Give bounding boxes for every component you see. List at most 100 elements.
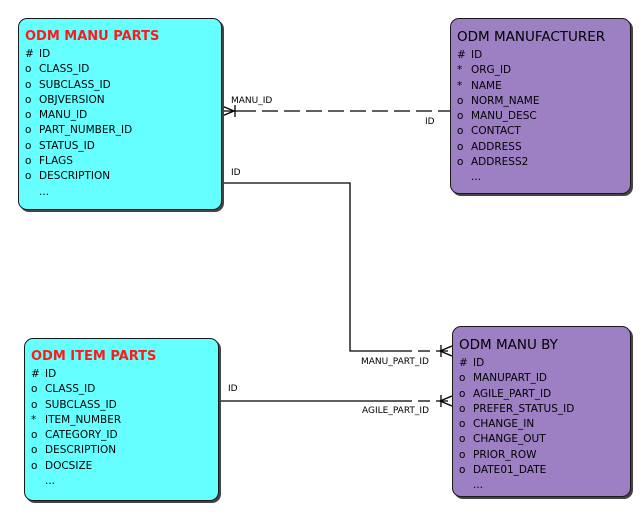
attribute-row: *ORG_ID (457, 63, 630, 78)
attribute-row: #ID (31, 367, 218, 382)
relationship-manu-part-id (222, 182, 453, 357)
label-manu-id: MANU_ID (231, 96, 273, 106)
attribute-name: DESCRIPTION (45, 444, 117, 457)
attribute-marker: # (25, 48, 34, 60)
attribute-row: ... (459, 478, 630, 493)
relationship-agile-part-id (219, 395, 453, 407)
attribute-row: o MANU_ID (25, 108, 221, 123)
label-manufacturer-id: ID (425, 117, 435, 127)
attribute-name: PART_NUMBER_ID (39, 124, 133, 137)
label-manu-part-id: MANU_PART_ID (361, 357, 429, 367)
attribute-row: ... (31, 474, 218, 489)
attribute-marker: o (457, 125, 464, 138)
attribute-row: o CHANGE_IN (459, 417, 630, 432)
attribute-marker: # (459, 357, 468, 369)
attribute-marker: o (25, 124, 32, 137)
attribute-marker: o (31, 459, 38, 472)
attribute-marker: o (459, 387, 466, 400)
attribute-row: o CLASS_ID (25, 62, 221, 77)
attribute-marker: o (459, 402, 466, 415)
attribute-name: SUBCLASS_ID (39, 78, 111, 91)
entity-title: ODM MANU BY (459, 337, 558, 353)
attribute-row: o DESCRIPTION (31, 443, 218, 458)
attribute-name: ... (471, 171, 482, 184)
attribute-marker: o (25, 93, 32, 106)
attribute-row: ... (457, 170, 630, 185)
attribute-name: ... (45, 475, 56, 488)
attribute-row: o SUBCLASS_ID (25, 78, 221, 93)
attribute-marker: # (31, 368, 40, 380)
attribute-marker: o (31, 429, 38, 442)
attribute-name: STATUS_ID (39, 139, 95, 152)
attribute-marker: o (459, 372, 466, 385)
attribute-row: o PREFER_STATUS_ID (459, 402, 630, 417)
attribute-name: CHANGE_IN (473, 418, 535, 431)
attribute-name: ADDRESS2 (471, 156, 529, 169)
attribute-name: CONTACT (471, 125, 521, 138)
attribute-name: ... (39, 185, 50, 198)
attribute-name: NAME (471, 79, 502, 92)
entity-title: ODM MANUFACTURER (457, 29, 606, 45)
attribute-name: ID (471, 49, 483, 61)
relationship-manu-id (221, 105, 450, 117)
attribute-name: PRIOR_ROW (473, 448, 537, 461)
attribute-marker: o (25, 63, 32, 76)
attribute-marker: o (25, 78, 32, 91)
attribute-marker: o (457, 140, 464, 153)
attribute-name: CLASS_ID (45, 383, 96, 396)
attribute-row: * ITEM_NUMBER (31, 413, 218, 428)
attribute-marker: o (457, 156, 464, 169)
attribute-marker: o (459, 418, 466, 431)
attribute-name: SUBCLASS_ID (45, 398, 117, 411)
attribute-name: MANU_DESC (471, 110, 537, 123)
attribute-name: FLAGS (39, 155, 73, 168)
attribute-row: # ID (25, 47, 221, 62)
attribute-name: MANUPART_ID (473, 372, 548, 385)
label-item-parts-id: ID (228, 384, 238, 394)
attribute-marker: # (457, 49, 466, 61)
attribute-name: ID (473, 357, 485, 369)
attribute-marker: o (25, 139, 32, 152)
attribute-marker: o (25, 170, 32, 183)
attribute-marker: o (457, 94, 464, 107)
attribute-row: o STATUS_ID (25, 139, 221, 154)
attribute-marker: o (459, 448, 466, 461)
attribute-name: PREFER_STATUS_ID (473, 402, 575, 415)
attribute-name: CLASS_ID (39, 63, 90, 76)
attribute-marker: o (25, 109, 32, 122)
entity-title: ODM ITEM PARTS (31, 349, 157, 364)
attribute-row: o PRIOR_ROW (459, 448, 630, 463)
attribute-marker: o (459, 464, 466, 477)
attribute-marker: o (457, 110, 464, 123)
attribute-marker: o (31, 444, 38, 457)
attribute-row: o PART_NUMBER_ID (25, 123, 221, 138)
attribute-marker: o (31, 383, 38, 396)
attribute-marker: * (31, 413, 37, 426)
attribute-row: ... (25, 185, 221, 200)
attribute-name: MANU_ID (39, 109, 88, 122)
entity-title: ODM MANU PARTS (25, 29, 160, 44)
attribute-name: ITEM_NUMBER (45, 413, 122, 426)
attribute-row: o MANU_DESC (457, 109, 630, 124)
attribute-marker: * (457, 64, 463, 77)
attribute-name: ID (39, 48, 51, 60)
label-agile-part-id: AGILE_PART_ID (362, 406, 430, 416)
